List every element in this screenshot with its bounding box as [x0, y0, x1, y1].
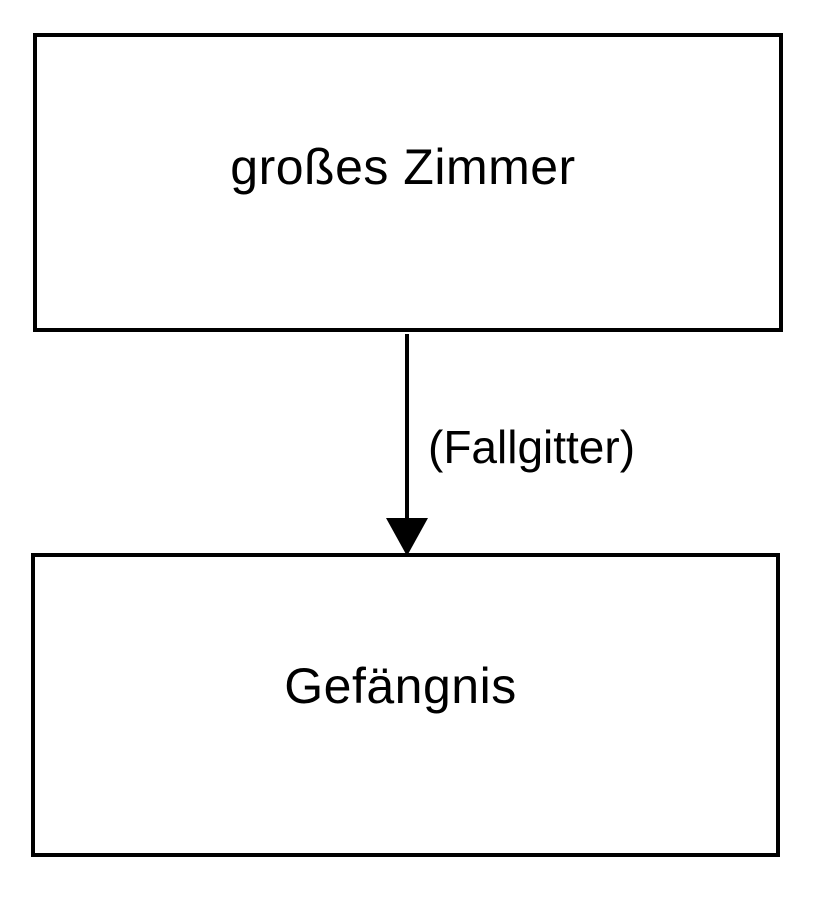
edge-label: (Fallgitter) [428, 421, 636, 473]
node-label: Gefängnis [284, 658, 517, 714]
node-label: großes Zimmer [230, 138, 576, 195]
room-node-grosses-zimmer: großes Zimmer [33, 33, 783, 332]
arrowhead-icon [386, 518, 428, 556]
room-node-gefaengnis: Gefängnis [31, 553, 780, 857]
